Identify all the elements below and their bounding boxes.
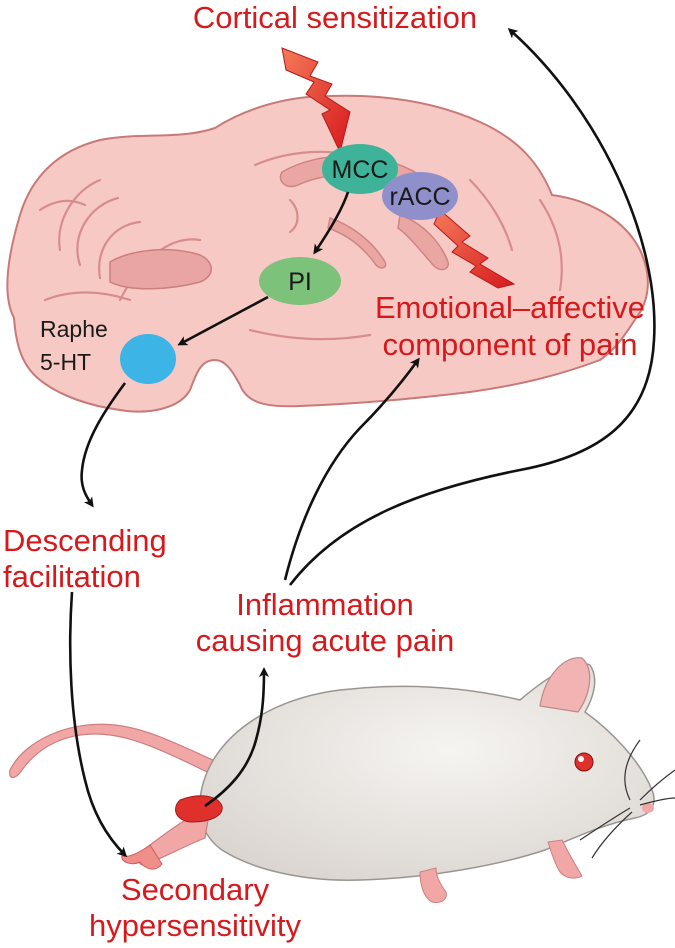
- arrow-descending-to-secondary: [68, 591, 128, 858]
- emotional-affective-label: Emotional–affective: [375, 290, 645, 325]
- racc-node: rACC: [382, 172, 458, 220]
- facilitation-label: facilitation: [3, 559, 141, 594]
- mouse-ear: [539, 657, 591, 713]
- arrow-mcc-to-pi: [313, 191, 350, 255]
- fornix: [327, 217, 387, 269]
- descending-label: Descending: [3, 523, 167, 558]
- mcc-label: MCC: [332, 156, 389, 184]
- arrow-pi-to-raphe: [177, 295, 269, 346]
- brain-sagittal-section: [6, 94, 649, 413]
- arrow-raphe-to-descending: [80, 382, 127, 508]
- raphe-node: [120, 334, 176, 384]
- brainstem-region: [109, 248, 212, 290]
- secondary-label: Secondary: [121, 872, 270, 907]
- causing-acute-pain-label: causing acute pain: [196, 623, 455, 658]
- mouse-eye: [574, 752, 594, 772]
- component-of-pain-label: component of pain: [382, 327, 637, 362]
- raphe-label: Raphe: [40, 316, 108, 342]
- mouse-mid-leg: [419, 867, 447, 903]
- racc-label: rACC: [389, 183, 450, 211]
- mouse-front-leg: [547, 839, 583, 879]
- brain-outline: [6, 94, 649, 413]
- mouse-body: [198, 663, 655, 881]
- arrow-paw-to-inflammation: [204, 667, 269, 808]
- arrow-inflammation-to-cortical: [288, 28, 656, 586]
- inflammation-label: Inflammation: [236, 587, 413, 622]
- hypersensitivity-label: hypersensitivity: [89, 908, 301, 943]
- cortical-sensitization-label: Cortical sensitization: [193, 0, 477, 35]
- mouse-illustration: [9, 657, 675, 903]
- raphe-5ht-label: 5-HT: [40, 349, 91, 375]
- arrow-inflammation-to-emotional: [283, 357, 420, 581]
- mouse-tail: [9, 723, 251, 791]
- pi-label: PI: [288, 268, 312, 296]
- hippocampus: [397, 213, 449, 271]
- mouse-hind-foot: [121, 844, 163, 870]
- mouse-nose: [642, 803, 654, 813]
- pi-node: PI: [259, 257, 341, 305]
- mcc-node: MCC: [322, 144, 398, 194]
- lightning-bolt-emotional: [433, 209, 516, 289]
